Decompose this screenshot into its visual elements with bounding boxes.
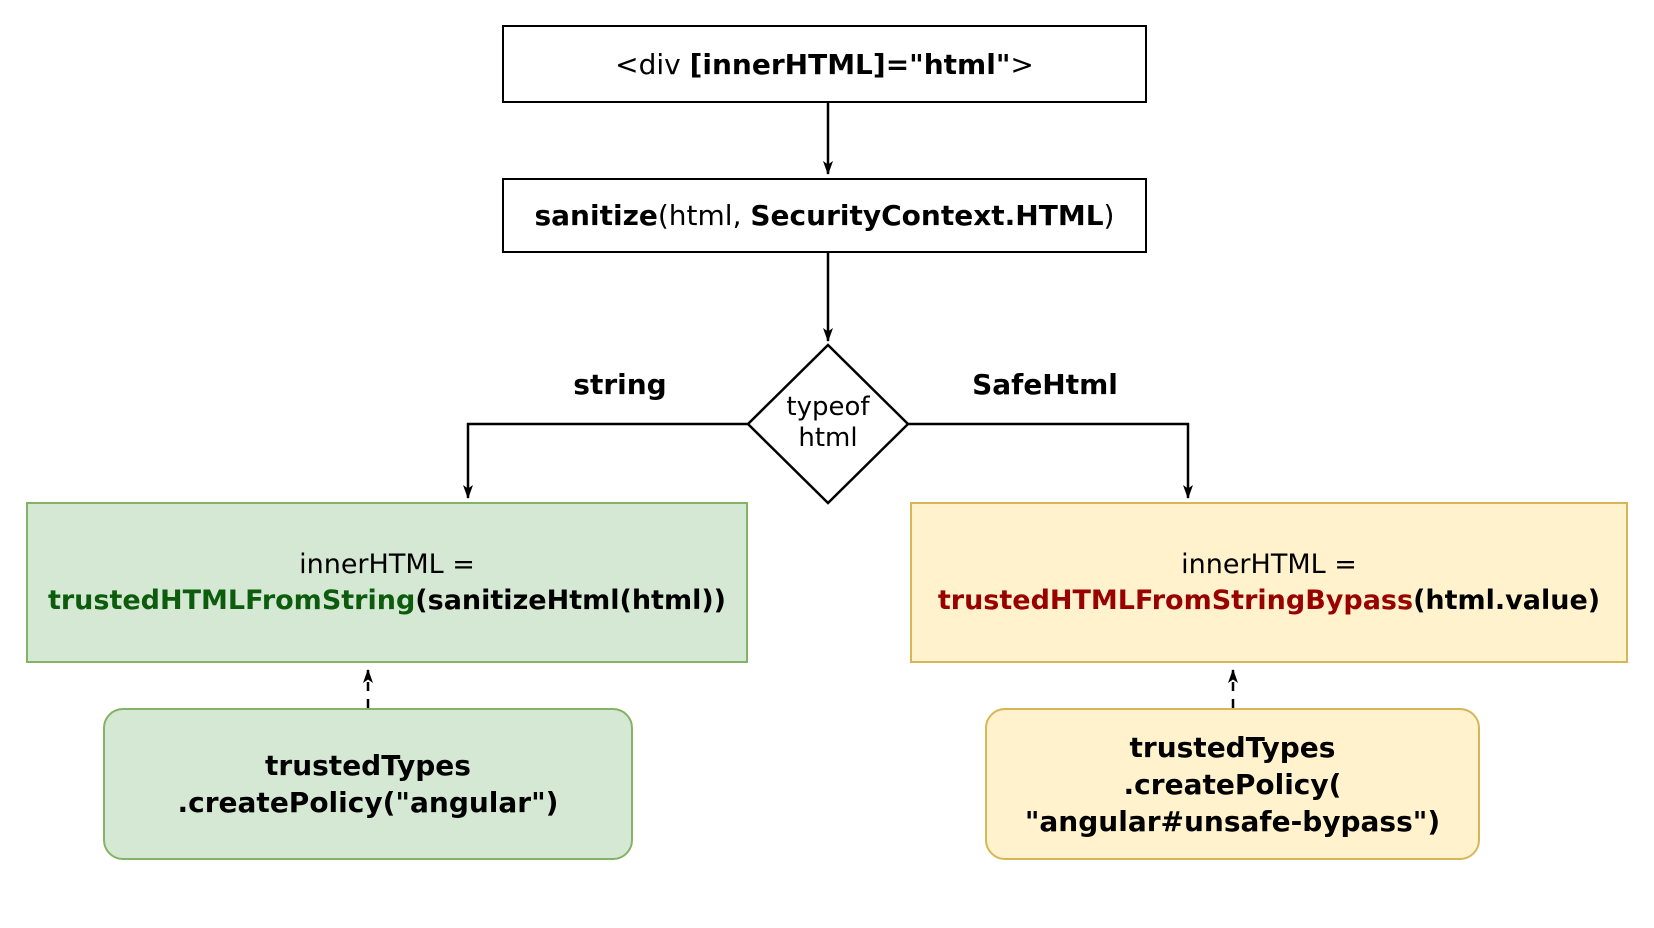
- node-innerhtml-binding: <div [innerHTML]="html">: [502, 25, 1147, 103]
- node-string-result: innerHTML = trustedHTMLFromString(saniti…: [26, 502, 748, 663]
- node-policy-angular-text: trustedTypes .createPolicy("angular"): [178, 747, 559, 821]
- node-sanitize-call: sanitize(html, SecurityContext.HTML): [502, 178, 1147, 253]
- policy-angular-line1: trustedTypes: [265, 749, 471, 782]
- decision-diamond-label: typeof html: [758, 392, 898, 454]
- policy-angular-line2: .createPolicy("angular"): [177, 786, 559, 819]
- node-safehtml-result: innerHTML = trustedHTMLFromStringBypass(…: [910, 502, 1628, 663]
- string-result-line2: trustedHTMLFromString(sanitizeHtml(html)…: [48, 583, 726, 619]
- policy-bypass-line1: trustedTypes: [1129, 730, 1336, 764]
- string-result-line1: innerHTML =: [299, 548, 475, 580]
- node-policy-angular: trustedTypes .createPolicy("angular"): [103, 708, 633, 860]
- trusted-from-string-fn: trustedHTMLFromString: [47, 584, 416, 616]
- trusted-bypass-args: (html.value): [1413, 584, 1601, 616]
- policy-bypass-line2: .createPolicy(: [1123, 767, 1342, 801]
- branch-label-safehtml: SafeHtml: [972, 368, 1118, 401]
- branch-label-string: string: [573, 368, 667, 401]
- safehtml-result-line1: innerHTML =: [1181, 548, 1357, 580]
- arrow-branch-safehtml: [908, 422, 1193, 499]
- safehtml-result-line2: trustedHTMLFromStringBypass(html.value): [938, 583, 1600, 619]
- node-string-result-text: innerHTML = trustedHTMLFromString(saniti…: [48, 547, 726, 619]
- decision-line1: typeof: [786, 392, 870, 422]
- arrow-branch-string: [463, 422, 748, 499]
- decision-line2: html: [798, 423, 858, 453]
- node-innerhtml-binding-text: <div [innerHTML]="html">: [615, 47, 1034, 81]
- trusted-bypass-fn: trustedHTMLFromStringBypass: [937, 584, 1414, 616]
- policy-bypass-line3: "angular#unsafe-bypass"): [1024, 804, 1441, 838]
- node-safehtml-result-text: innerHTML = trustedHTMLFromStringBypass(…: [938, 547, 1600, 619]
- trusted-from-string-args: (sanitizeHtml(html)): [415, 584, 727, 616]
- node-sanitize-call-text: sanitize(html, SecurityContext.HTML): [534, 199, 1115, 232]
- node-policy-bypass-text: trustedTypes .createPolicy( "angular#uns…: [1025, 729, 1440, 840]
- node-policy-bypass: trustedTypes .createPolicy( "angular#uns…: [985, 708, 1480, 860]
